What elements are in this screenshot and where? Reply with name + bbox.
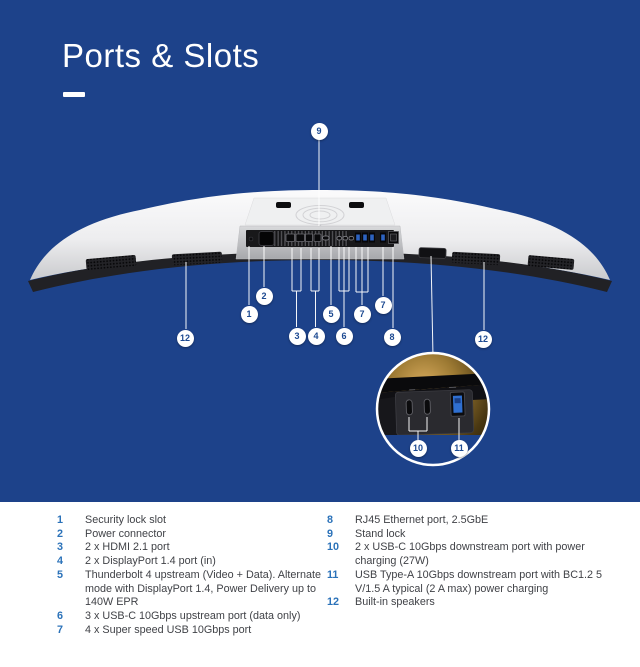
- legend-item-6: 6 3 x USB-C 10Gbps upstream port (data on…: [57, 610, 325, 624]
- callout-9-stand-lock: 9: [310, 122, 328, 140]
- thunderbolt-port: [322, 235, 330, 241]
- hdmi-ports: [285, 233, 305, 242]
- monitor-illustration: [28, 139, 612, 467]
- quick-access-compartment: [418, 247, 447, 259]
- legend-item-10: 10 2 x USB-C 10Gbps downstream port with …: [327, 541, 605, 568]
- legend-number: 11: [327, 568, 339, 581]
- callout-2-power-connector: 2: [255, 287, 273, 305]
- callout-11-usba-downstream: 11: [450, 439, 468, 457]
- power-connector: [258, 231, 275, 246]
- legend-number: 5: [57, 568, 64, 581]
- legend-item-2: 2 Power connector: [57, 528, 325, 542]
- legend-item-1: 1 Security lock slot: [57, 514, 325, 528]
- callout-8-rj45: 8: [383, 328, 401, 346]
- io-panel: [235, 225, 405, 260]
- callout-1-security-lock: 1: [240, 305, 258, 323]
- legend-text: 2 x HDMI 2.1 port: [85, 541, 170, 554]
- monitor-body: [28, 190, 612, 292]
- callout-3-hdmi: 3: [288, 327, 306, 345]
- legend-item-4: 4 2 x DisplayPort 1.4 port (in): [57, 555, 325, 569]
- legend-item-12: 12 Built-in speakers: [327, 596, 605, 610]
- legend-text: USB Type-A 10Gbps downstream port with B…: [355, 568, 603, 595]
- usbc-downstream-ports: [405, 398, 431, 416]
- legend-number: 10: [327, 541, 340, 554]
- legend-text: Stand lock: [355, 527, 406, 540]
- inset-port-compartment: [394, 386, 475, 436]
- legend-number: 2: [57, 527, 64, 540]
- speaker-grille-right: [451, 251, 575, 270]
- legend-number: 3: [57, 541, 64, 554]
- legend-number: 7: [57, 623, 64, 636]
- callout-7-usb-single: 7: [374, 296, 392, 314]
- legend-item-5: 5 Thunderbolt 4 upstream (Video + Data). …: [57, 569, 325, 610]
- usbc-data-ports: [336, 236, 354, 241]
- inset-monitor-edge: [377, 373, 489, 393]
- callout-12-speaker-left: 12: [176, 329, 194, 347]
- rj45-port: [388, 231, 399, 244]
- title-underline-dash: [63, 92, 85, 97]
- legend-number: 12: [327, 596, 340, 609]
- legend-column-left: 1 Security lock slot 2 Power connector 3 2 x …: [57, 514, 325, 637]
- callout-5-thunderbolt: 5: [322, 305, 340, 323]
- security-lock-slot: [248, 236, 254, 242]
- legend-number: 1: [57, 514, 64, 526]
- legend-text: Security lock slot: [85, 514, 167, 526]
- page-title: Ports & Slots: [62, 37, 260, 74]
- callout-7-usb-group: 7: [353, 305, 371, 323]
- legend-number: 9: [327, 527, 334, 540]
- callout-lines: [185, 139, 485, 358]
- legend-number: 4: [57, 555, 64, 568]
- legend-item-7: 7 4 x Super speed USB 10Gbps port: [57, 624, 325, 638]
- usb-a-downstream-port: [449, 391, 466, 417]
- legend-item-9: 9 Stand lock: [327, 528, 605, 542]
- legend-text: RJ45 Ethernet port, 2.5GbE: [355, 514, 489, 526]
- legend-text: 2 x DisplayPort 1.4 port (in): [85, 555, 216, 568]
- legend-text: 3 x USB-C 10Gbps upstream port (data onl…: [85, 609, 301, 622]
- legend-text: Power connector: [85, 527, 167, 540]
- legend-text: 4 x Super speed USB 10Gbps port: [85, 623, 252, 636]
- legend-item-11: 11 USB Type-A 10Gbps downstream port with…: [327, 569, 605, 596]
- callout-12-speaker-right: 12: [474, 330, 492, 348]
- speaker-grille-left: [85, 251, 223, 270]
- callout-6-usbc-upstream: 6: [335, 327, 353, 345]
- displayport-ports: [305, 233, 322, 242]
- hero-section: Ports & Slots: [0, 0, 640, 502]
- legend-text: Thunderbolt 4 upstream (Video + Data). A…: [85, 568, 321, 609]
- legend-item-3: 3 2 x HDMI 2.1 port: [57, 541, 325, 555]
- usb-a-ports: [355, 232, 386, 243]
- vesa-mount: [244, 197, 396, 226]
- callout-4-displayport: 4: [307, 327, 325, 345]
- inset-detail-circle: [375, 351, 491, 467]
- legend-text: 2 x USB-C 10Gbps downstream port with po…: [355, 541, 585, 568]
- callout-10-usbc-downstream: 10: [409, 439, 427, 457]
- legend-number: 8: [327, 514, 334, 526]
- legend-text: Built-in speakers: [355, 596, 435, 609]
- legend-number: 6: [57, 609, 64, 622]
- legend-item-8: 8 RJ45 Ethernet port, 2.5GbE: [327, 514, 605, 528]
- legend-section: 1 Security lock slot 2 Power connector 3 2 x …: [0, 502, 640, 667]
